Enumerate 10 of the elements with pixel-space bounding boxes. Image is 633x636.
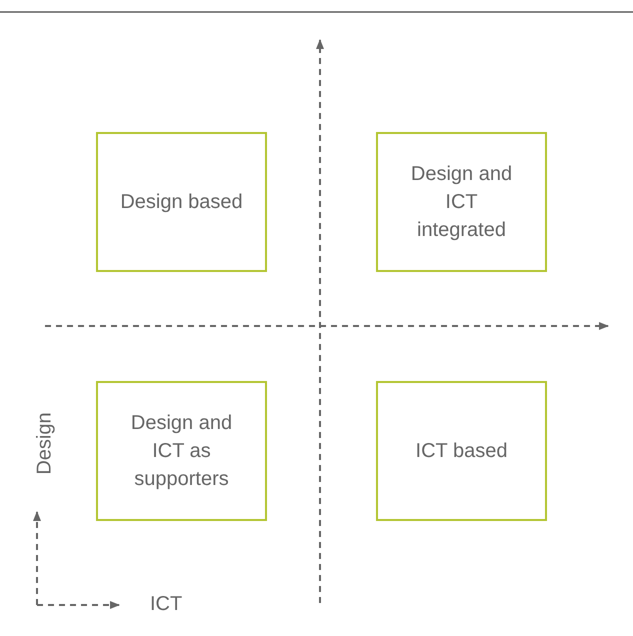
quadrant-label: ICT based: [414, 439, 508, 464]
axis-label: ICT: [150, 593, 182, 616]
axis-label: Design: [34, 412, 57, 475]
quadrant-box: [376, 381, 547, 521]
quadrant-label: Design based: [119, 190, 244, 215]
quadrant-box: [96, 132, 267, 272]
quadrant-box: [376, 132, 547, 272]
quadrant-box: [96, 381, 267, 521]
quadrant-label: Design and ICT integrated: [410, 162, 514, 243]
quadrant-label: Design and ICT as supporters: [130, 411, 234, 492]
